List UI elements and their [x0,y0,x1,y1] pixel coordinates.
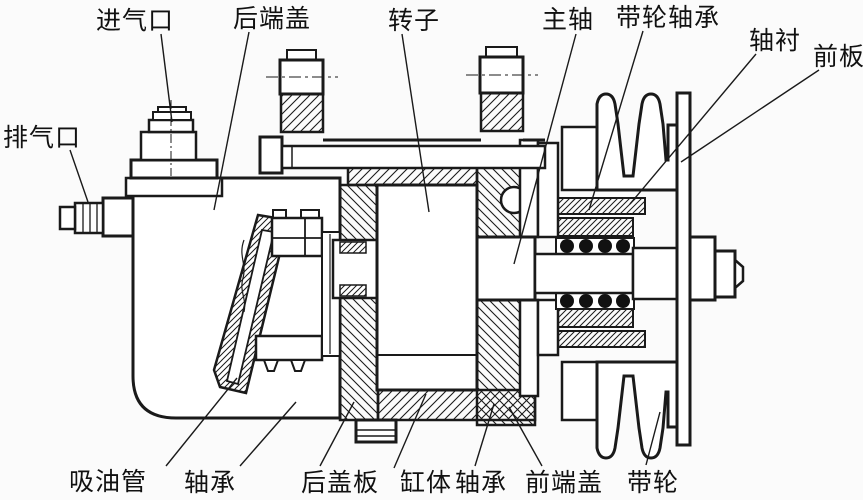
label-intake-port: 进气口 [96,7,174,35]
part-labels: 进气口 后端盖 转子 主轴 带轮轴承 轴衬 前板 排气口 吸油管 轴承 后盖板 … [3,4,863,497]
break-line [241,239,246,313]
suction-valve-bracket [270,209,324,258]
oil-suction-pipe-part [212,209,324,395]
leader-shaft-bushing [629,53,757,205]
label-exhaust-port: 排气口 [3,124,81,152]
label-front-bearing: 轴承 [455,469,507,497]
shaft-end-assembly [688,235,745,302]
label-cylinder-block: 缸体 [400,469,452,497]
label-pulley: 带轮 [627,469,679,497]
shaft-nut [713,249,737,299]
leader-intake-port [160,33,173,123]
leader-pulley [645,411,661,466]
leader-front-plate [680,69,820,163]
leader-pulley-bearing [588,30,644,211]
front-end-cover-part [475,138,560,427]
label-shaft-bushing: 轴衬 [749,27,801,55]
leader-exhaust-port [69,149,89,203]
label-rotor: 转子 [388,7,440,35]
leader-rear-bearing [239,401,297,467]
leader-main-shaft [513,33,577,265]
leader-oil-suction-pipe [165,377,238,467]
label-rear-cover-plate: 后盖板 [301,469,379,497]
shaft-tip [733,257,745,291]
label-front-plate: 前板 [813,43,863,71]
label-rear-bearing: 轴承 [184,469,236,497]
bolt-head [258,135,284,175]
leader-cylinder-block [393,393,427,469]
leader-rear-end-cover [213,31,250,211]
leader-lines [69,30,820,469]
bearing-balls [560,239,630,308]
leader-rear-cover-plate [319,401,355,467]
rotor-part [375,183,479,392]
shaft-bushing-part [557,217,634,237]
label-rear-end-cover: 后端盖 [233,5,311,33]
through-bolt [258,135,547,175]
label-front-end-cover: 前端盖 [525,469,603,497]
bolt-bosses [266,46,538,134]
label-oil-suction-pipe: 吸油管 [69,468,147,496]
leader-front-end-cover [508,406,543,467]
leader-front-bearing [474,403,495,467]
intake-port-fitting [124,100,224,198]
rear-bearing-part [331,238,379,300]
main-shaft-part [475,235,679,302]
pulley-bottom-grooves [595,360,679,460]
label-main-shaft: 主轴 [542,6,594,34]
label-pulley-bearing: 带轮轴承 [616,4,720,32]
bottom-plug [354,418,398,444]
exhaust-port-fitting [58,196,135,238]
leader-rotor [401,33,430,213]
pulley-bearing-part [555,197,646,348]
